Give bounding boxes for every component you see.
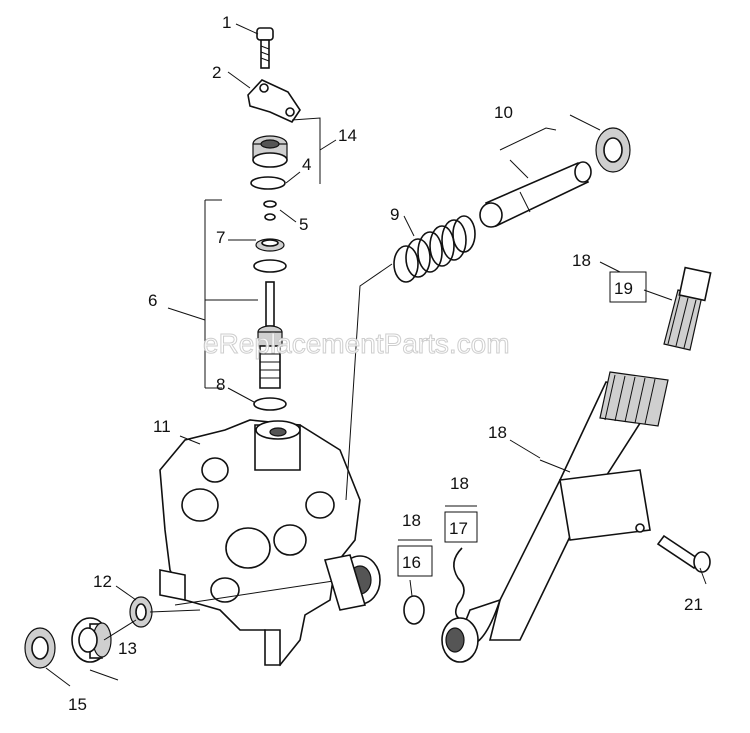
callout-1: 1: [222, 13, 231, 32]
callout-9: 9: [390, 205, 399, 224]
part-8-o-ring[interactable]: [253, 397, 287, 411]
callout-box-17: [444, 505, 478, 543]
callout-box-19: [609, 271, 647, 303]
callout-box-16: [397, 539, 433, 577]
part-11-pump-head[interactable]: [159, 419, 361, 667]
callout-21: 21: [684, 595, 703, 614]
callout-8: 8: [216, 375, 225, 394]
part-4-o-ring[interactable]: [250, 176, 286, 190]
pump-side-port: [323, 554, 381, 611]
watermark: eReplacementParts.com: [203, 328, 510, 359]
part-21-screw[interactable]: [656, 534, 711, 573]
part-13-housing[interactable]: [71, 617, 112, 663]
callout-11: 11: [153, 417, 171, 436]
callout-16: 16: [402, 553, 421, 572]
lance-tube[interactable]: [441, 381, 662, 663]
callout-19: 19: [614, 279, 633, 298]
part-1-screw[interactable]: [256, 27, 274, 69]
callout-10: 10: [494, 103, 513, 122]
callout-18-a: 18: [572, 251, 591, 270]
part-16-o-ring[interactable]: [403, 595, 425, 625]
callout-6: 6: [148, 291, 157, 310]
part-6-valve-stem[interactable]: [257, 281, 283, 389]
part-19-knurled-nut[interactable]: [599, 266, 712, 427]
callout-18-d: 18: [402, 511, 421, 530]
callout-18-b: 18: [488, 423, 507, 442]
part-9-spring[interactable]: [393, 215, 476, 283]
callout-15: 15: [68, 695, 87, 714]
callout-14: 14: [338, 126, 357, 145]
part-2-plate[interactable]: [247, 79, 301, 124]
leader-lines: [45, 23, 707, 687]
callout-4: 4: [302, 155, 311, 174]
part-15-ring[interactable]: [24, 627, 56, 669]
part-12-seal[interactable]: [129, 596, 153, 628]
callout-7: 7: [216, 228, 225, 247]
part-14-valve-top[interactable]: [252, 135, 288, 168]
part-7-seal[interactable]: [253, 238, 287, 273]
part-10-piston[interactable]: [479, 127, 631, 228]
callout-12: 12: [93, 572, 112, 591]
part-17-clip[interactable]: [453, 547, 465, 621]
callout-18-c: 18: [450, 474, 469, 493]
part-5-rings[interactable]: [263, 200, 277, 221]
callout-2: 2: [212, 63, 221, 82]
callout-17: 17: [449, 519, 468, 538]
callout-13: 13: [118, 639, 137, 658]
callout-5: 5: [299, 215, 308, 234]
